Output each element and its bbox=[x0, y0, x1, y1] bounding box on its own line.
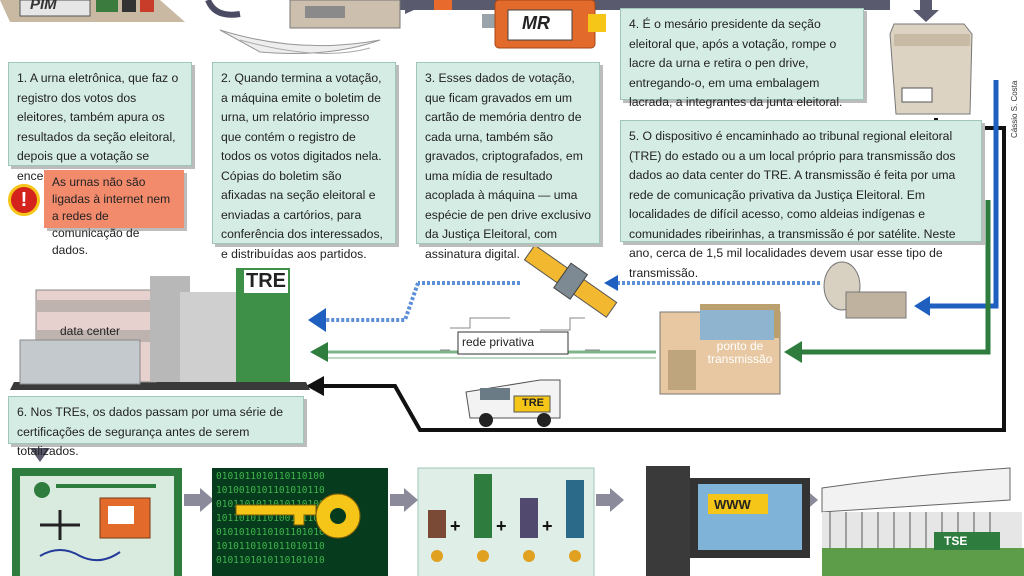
tse-building-panel bbox=[821, 467, 1024, 576]
private-network-label: rede privativa bbox=[462, 335, 535, 349]
warning-box: As urnas não são ligadas à internet nem … bbox=[44, 170, 184, 257]
voting-machine-label: PIM bbox=[30, 0, 57, 13]
result-media-image bbox=[494, 0, 606, 49]
binary-line: 0101010110101101010 bbox=[216, 527, 325, 538]
tally-chart-panel bbox=[417, 467, 595, 576]
tre-building-label: TRE bbox=[244, 270, 288, 293]
voting-machine-image bbox=[0, 0, 185, 22]
binary-code: 0101011010110110100 1010010101101010110 … bbox=[216, 470, 384, 576]
step-5-box: 5. O dispositivo é encaminhado ao tribun… bbox=[620, 120, 982, 280]
mr-label: MR bbox=[522, 13, 550, 33]
step-4-text: 4. É o mesário presidente da seção eleit… bbox=[629, 17, 843, 109]
transmission-point-label: ponto de transmissão bbox=[707, 339, 773, 366]
pen-drive-image bbox=[434, 0, 496, 28]
binary-line: 0101101010110101010 bbox=[216, 555, 325, 566]
step-1-text: 1. A urna eletrônica, que faz o registro… bbox=[17, 71, 179, 183]
binary-line: 1011010110100101101 bbox=[216, 513, 325, 524]
step-6-text: 6. Nos TREs, os dados passam por uma sér… bbox=[17, 405, 283, 458]
step-3-text: 3. Esses dados de votação, que ficam gra… bbox=[425, 71, 591, 261]
step-2-box: 2. Quando termina a votação, a máquina e… bbox=[212, 62, 396, 261]
transmission-building-image bbox=[659, 304, 781, 395]
binary-line: 0101101011010110100 bbox=[216, 499, 325, 510]
data-center-label: data center bbox=[60, 324, 121, 338]
warning-icon: ! bbox=[8, 184, 40, 216]
top-flow-arrow bbox=[330, 0, 939, 22]
www-label: WWW bbox=[714, 497, 751, 512]
binary-line: 0101011010110110100 bbox=[216, 471, 325, 482]
author-credit: Cássio S. Costa bbox=[1010, 80, 1019, 138]
step-3-box: 3. Esses dados de votação, que ficam gra… bbox=[416, 62, 600, 261]
certificate-panel bbox=[12, 468, 182, 576]
step-2-text: 2. Quando termina a votação, a máquina e… bbox=[221, 71, 383, 261]
sealed-package-image bbox=[889, 23, 973, 115]
satellite-image bbox=[523, 244, 618, 318]
satellite-dish-image bbox=[823, 261, 907, 319]
binary-line: 1010010101101010110 bbox=[216, 485, 325, 496]
printer-machine-image bbox=[219, 0, 401, 54]
step-5-text: 5. O dispositivo é encaminhado ao tribun… bbox=[629, 129, 956, 280]
van-image bbox=[465, 379, 561, 427]
circuit-graphic bbox=[440, 317, 600, 355]
step-6-box: 6. Nos TREs, os dados passam por uma sér… bbox=[8, 396, 304, 458]
warning-text: As urnas não são ligadas à internet nem … bbox=[52, 175, 171, 257]
tse-label: TSE bbox=[944, 534, 968, 548]
van-label: TRE bbox=[522, 397, 544, 409]
step-4-box: 4. É o mesário presidente da seção eleit… bbox=[620, 8, 864, 109]
step-1-box: 1. A urna eletrônica, que faz o registro… bbox=[8, 62, 192, 183]
computer-panel bbox=[646, 466, 810, 576]
satellite-route-line bbox=[308, 80, 999, 332]
binary-line: 1010110101011010110 bbox=[216, 541, 325, 552]
